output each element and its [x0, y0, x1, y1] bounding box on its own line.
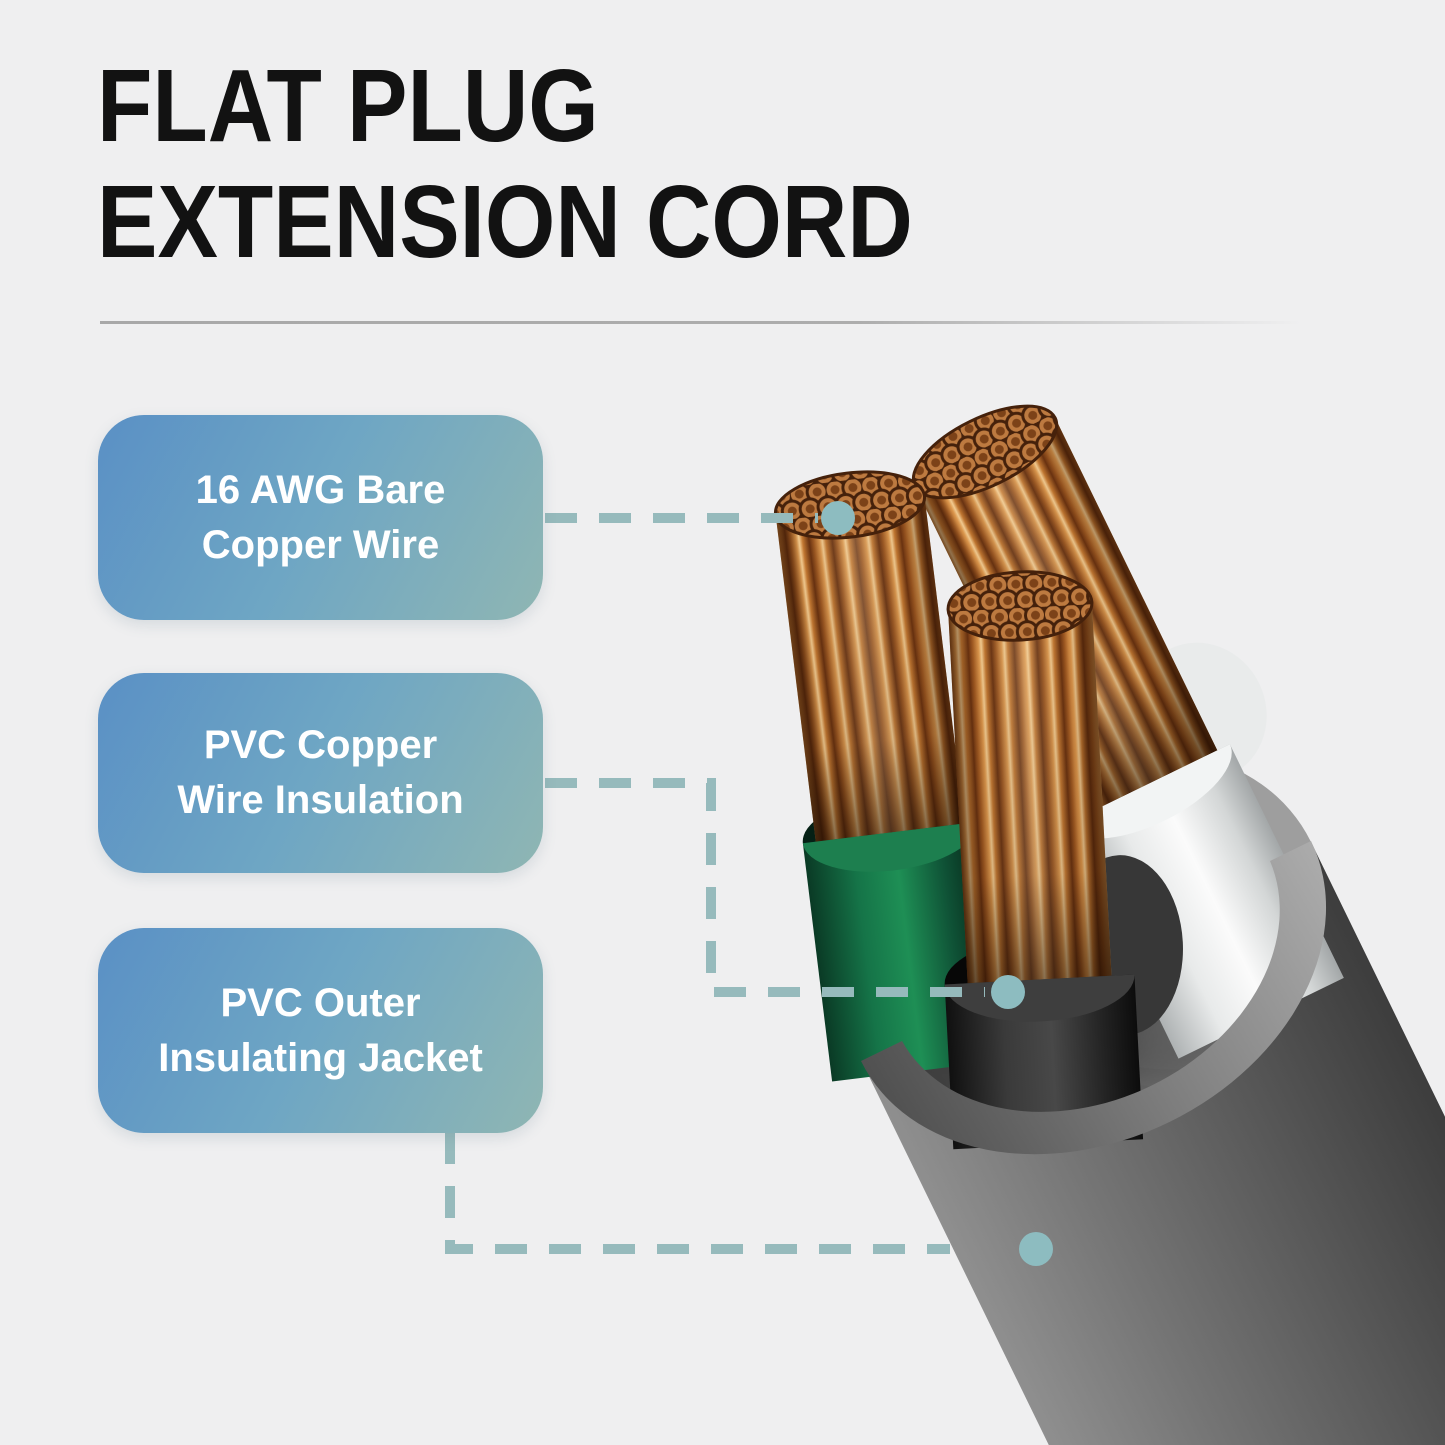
jacket-front-rim: [861, 841, 1327, 1155]
callout-box-outer-jacket: PVC Outer Insulating Jacket: [98, 928, 543, 1133]
callout-label-line: PVC Copper: [203, 723, 438, 767]
callout-dot-2: [991, 975, 1025, 1009]
callout-label-line: Insulating Jacket: [158, 1035, 483, 1080]
copper-strands-cap: [946, 570, 1094, 642]
title-divider: [100, 321, 1325, 324]
page-title: FLAT PLUG EXTENSION CORD: [97, 48, 913, 280]
connector-line-3: [445, 1132, 950, 1254]
callout-dot-1: [821, 501, 855, 535]
copper-bundle-left: [773, 470, 1007, 1082]
connector-line-2: [545, 778, 985, 997]
title-line-1: FLAT PLUG: [97, 48, 599, 163]
callout-box-wire-insulation: PVC Copper Wire Insulation: [98, 673, 543, 873]
callout-label-line: PVC Outer: [220, 980, 421, 1025]
callout-label-line: 16 AWG Bare: [195, 467, 446, 512]
callout-label-line: Wire Insulation: [177, 778, 464, 822]
title-line-2: EXTENSION CORD: [97, 164, 913, 279]
callout-label-line: Copper Wire: [201, 522, 440, 567]
callout-box-copper-wire: 16 AWG Bare Copper Wire: [98, 415, 543, 620]
callout-dot-3: [1019, 1232, 1053, 1266]
